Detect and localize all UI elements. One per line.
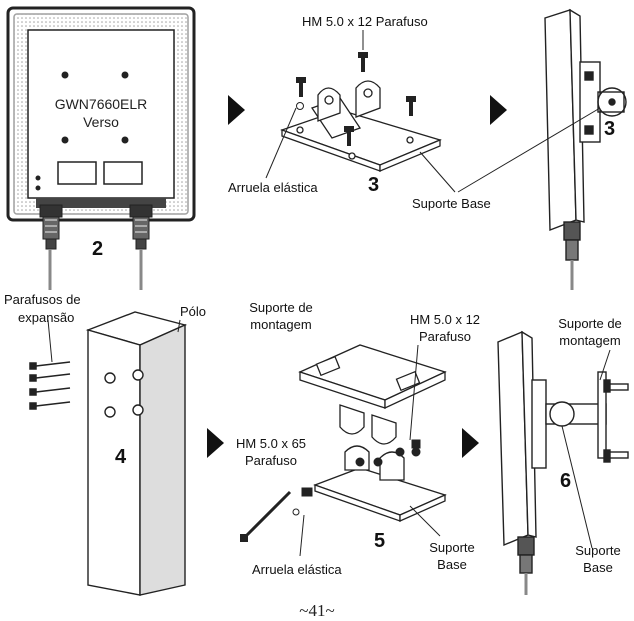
step-number: 2 [92, 238, 104, 260]
screw-icon [296, 52, 416, 146]
label-suporte-montagem: montagem [250, 317, 312, 332]
label-suporte-base-bottom: Suporte [429, 540, 475, 555]
label-hm-5x65: HM 5.0 x 65 [235, 436, 307, 451]
base-bracket-top [280, 80, 442, 172]
pole [85, 311, 188, 596]
page-number: ~41~ [299, 601, 335, 620]
step-number: 6 [560, 470, 572, 492]
ap-side-view-bottom [497, 330, 629, 595]
label-hm-5x12-mid: HM 5.0 x 12 [409, 312, 481, 327]
screw-icon [301, 439, 421, 497]
label-hm-5x12-top: HM 5.0 x 12 Parafuso [302, 14, 428, 29]
device-model: GWN7660ELR [54, 96, 148, 112]
label-suporte-base-right: Base [583, 560, 613, 575]
label-arruela-top: Arruela elástica [228, 180, 318, 195]
ap-side-view-top [544, 8, 627, 290]
ap-back-view [6, 6, 196, 290]
step-number: 5 [374, 530, 386, 552]
arrow-icon [228, 95, 245, 125]
arrow-icon [207, 428, 224, 458]
label-suporte-base-bottom: Base [437, 557, 467, 572]
label-suporte-montagem-right: Suporte de [558, 316, 622, 331]
washer-icon [296, 102, 304, 110]
mounting-bracket [298, 344, 447, 445]
label-hm-5x65: Parafuso [244, 453, 298, 468]
label-polo: Pólo [180, 304, 207, 319]
washer-icon [292, 508, 300, 516]
label-parafusos-expansao: expansão [18, 310, 75, 325]
arrow-icon [490, 95, 507, 125]
base-bracket-bottom [313, 445, 447, 523]
device-side: Verso [83, 114, 119, 130]
step-number: 3 [368, 174, 380, 196]
label-parafusos-expansao: Parafusos de [4, 292, 81, 307]
label-hm-5x12-mid: Parafuso [418, 329, 472, 344]
expansion-screw-icon [29, 361, 71, 410]
arrow-icon [462, 428, 479, 458]
label-suporte-base-right: Suporte [575, 543, 621, 558]
long-screw-icon [243, 490, 292, 539]
label-suporte-montagem-right: montagem [559, 333, 621, 348]
step-number: 4 [115, 446, 127, 468]
label-suporte-montagem: Suporte de [249, 300, 313, 315]
step-number: 3 [604, 118, 616, 140]
label-suporte-base-top: Suporte Base [412, 196, 491, 211]
label-arruela-bottom: Arruela elástica [252, 562, 342, 577]
